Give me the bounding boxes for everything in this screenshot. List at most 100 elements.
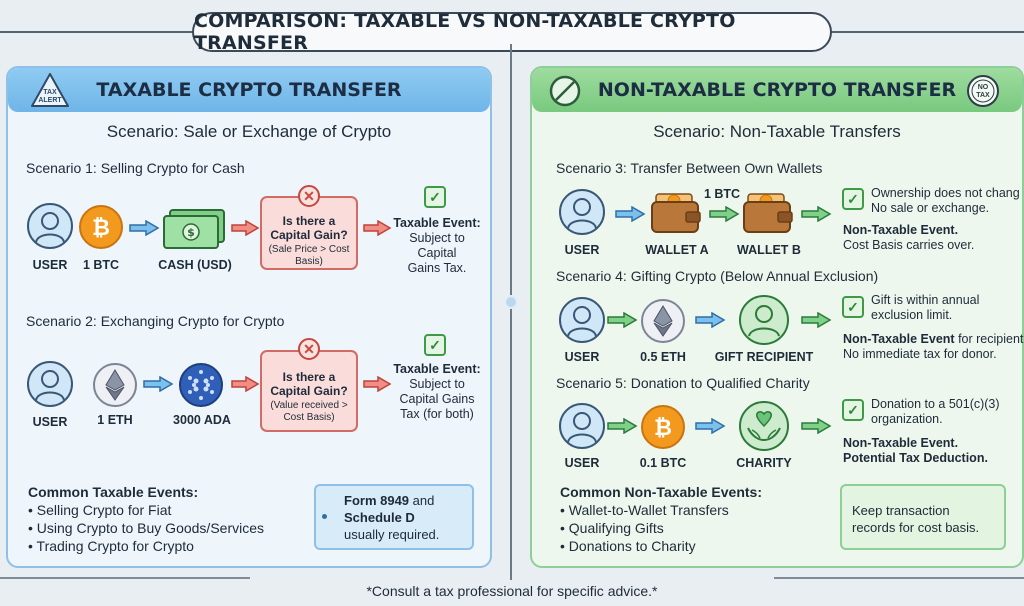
- s2-result-body: Subject to Capital Gains Tax (for both): [388, 377, 486, 422]
- gift-recipient-icon: [738, 294, 790, 346]
- arrow-right-icon: [800, 206, 832, 222]
- s5-line2: organization.: [871, 412, 943, 427]
- bottom-rule-right: [774, 577, 1024, 579]
- s3-line3: Cost Basis carries over.: [843, 238, 974, 253]
- arrow-right-icon: [606, 312, 638, 328]
- s4-line3: No immediate tax for donor.: [843, 347, 997, 362]
- s2-gain-sub: (Value received > Cost Basis): [262, 400, 356, 424]
- s4-bold1-tail: for recipient.: [955, 332, 1024, 346]
- s1-user-label: USER: [26, 258, 74, 272]
- s1-gain-title: Is there a Capital Gain?: [262, 214, 356, 242]
- s5-coin-label: 0.1 BTC: [632, 456, 694, 470]
- s5-charity-label: CHARITY: [724, 456, 804, 470]
- schedule-d-label: Schedule D: [344, 510, 415, 525]
- non-taxable-header: NON-TAXABLE CRYPTO TRANSFER: [532, 68, 1022, 112]
- s4-recipient-label: GIFT RECIPIENT: [708, 350, 820, 364]
- s2-capital-gain-box: Is there a Capital Gain? (Value received…: [260, 350, 358, 432]
- list-item: • Trading Crypto for Crypto: [28, 538, 194, 554]
- user-icon: [558, 296, 606, 344]
- list-item: • Using Crypto to Buy Goods/Services: [28, 520, 264, 536]
- form-note-and: and: [409, 493, 434, 508]
- s4-coin-label: 0.5 ETH: [632, 350, 694, 364]
- s2-result-title: Taxable Event:: [388, 362, 486, 377]
- check-icon: ✓: [842, 399, 864, 421]
- x-icon: ✕: [298, 338, 320, 360]
- arrow-right-icon: [230, 220, 260, 236]
- tax-alert-label-1: TAX: [43, 89, 57, 96]
- prohibited-icon: [548, 74, 582, 108]
- svg-text:$: $: [187, 226, 195, 239]
- user-icon: [558, 188, 606, 236]
- no-tax-label-2: TAX: [976, 92, 990, 99]
- ethereum-icon: [92, 362, 138, 408]
- arrow-right-icon: [230, 376, 260, 392]
- taxable-list-title: Common Taxable Events:: [28, 484, 198, 500]
- s4-line1: Gift is within annual: [871, 293, 979, 308]
- s2-result: Taxable Event: Subject to Capital Gains …: [388, 362, 486, 422]
- s1-capital-gain-box: Is there a Capital Gain? (Sale Price > C…: [260, 196, 358, 270]
- s1-result-body: Subject to Capital Gains Tax.: [388, 231, 486, 276]
- s4-line2: exclusion limit.: [871, 308, 952, 323]
- form-8949-label: Form 8949: [344, 493, 409, 508]
- s3-line1: Ownership does not chang: [871, 186, 1023, 201]
- wallet-icon: [650, 190, 704, 236]
- wallet-icon: [742, 190, 796, 236]
- check-icon: ✓: [424, 186, 446, 208]
- scenario-1-title: Scenario 1: Selling Crypto for Cash: [26, 160, 245, 176]
- no-tax-icon: NO TAX: [966, 74, 1000, 108]
- non-taxable-subhead: Scenario: Non-Taxable Transfers: [532, 122, 1022, 142]
- s3-user-label: USER: [558, 243, 606, 257]
- cash-icon: $: [162, 208, 228, 250]
- arrow-right-icon: [800, 418, 832, 434]
- s4-bold-line: Non-Taxable Event for recipient.: [843, 332, 1024, 347]
- s2-coin-label: 1 ETH: [90, 413, 140, 427]
- form-note: Form 8949 and Schedule D usually require…: [314, 484, 474, 550]
- arrow-right-icon: [614, 206, 646, 222]
- arrow-right-icon: [128, 220, 160, 236]
- check-icon: ✓: [424, 334, 446, 356]
- s3-bold1: Non-Taxable Event.: [843, 223, 958, 238]
- s1-coin-label: 1 BTC: [76, 258, 126, 272]
- list-item: • Donations to Charity: [560, 538, 696, 554]
- arrow-right-icon: [800, 312, 832, 328]
- tax-alert-label-2: ALERT: [38, 97, 62, 104]
- s3-wallet-a-label: WALLET A: [640, 243, 714, 257]
- scenario-5-title: Scenario 5: Donation to Qualified Charit…: [556, 375, 810, 391]
- footer-disclaimer: *Consult a tax professional for specific…: [0, 583, 1024, 599]
- svg-text:₿: ₿: [654, 416, 672, 441]
- user-icon: [558, 402, 606, 450]
- check-icon: ✓: [842, 188, 864, 210]
- x-icon: ✕: [298, 185, 320, 207]
- bottom-rule-left: [0, 577, 250, 579]
- arrow-right-icon: [694, 418, 726, 434]
- s1-gain-sub: (Sale Price > Cost Basis): [262, 244, 356, 268]
- cardano-icon: [178, 362, 224, 408]
- taxable-header: TAXABLE CRYPTO TRANSFER: [8, 68, 490, 112]
- scenario-3-title: Scenario 3: Transfer Between Own Wallets: [556, 160, 822, 176]
- user-icon: [26, 360, 74, 408]
- s5-line1: Donation to a 501(c)(3): [871, 397, 1000, 412]
- list-item: • Qualifying Gifts: [560, 520, 664, 536]
- title-rule-left: [0, 31, 194, 33]
- s3-amount-label: 1 BTC: [700, 187, 744, 201]
- svg-text:₿: ₿: [92, 216, 110, 241]
- non-taxable-list-title: Common Non-Taxable Events:: [560, 484, 762, 500]
- ethereum-icon: [640, 298, 686, 344]
- check-icon: ✓: [842, 296, 864, 318]
- s2-user-label: USER: [26, 415, 74, 429]
- s2-target-label: 3000 ADA: [166, 413, 238, 427]
- s3-line2: No sale or exchange.: [871, 201, 989, 216]
- s1-result-title: Taxable Event:: [388, 216, 486, 231]
- scenario-4-title: Scenario 4: Gifting Crypto (Below Annual…: [556, 268, 878, 284]
- s2-gain-title: Is there a Capital Gain?: [262, 370, 356, 398]
- s1-result: Taxable Event: Subject to Capital Gains …: [388, 216, 486, 276]
- bitcoin-icon: ₿: [640, 404, 686, 450]
- list-item: • Selling Crypto for Fiat: [28, 502, 171, 518]
- s5-user-label: USER: [558, 456, 606, 470]
- tax-alert-icon: TAX ALERT: [30, 72, 70, 108]
- arrow-right-icon: [694, 312, 726, 328]
- taxable-subhead: Scenario: Sale or Exchange of Crypto: [8, 122, 490, 142]
- no-tax-label-1: NO: [978, 84, 989, 91]
- s3-wallet-b-label: WALLET B: [732, 243, 806, 257]
- info-dot-icon: [322, 514, 327, 519]
